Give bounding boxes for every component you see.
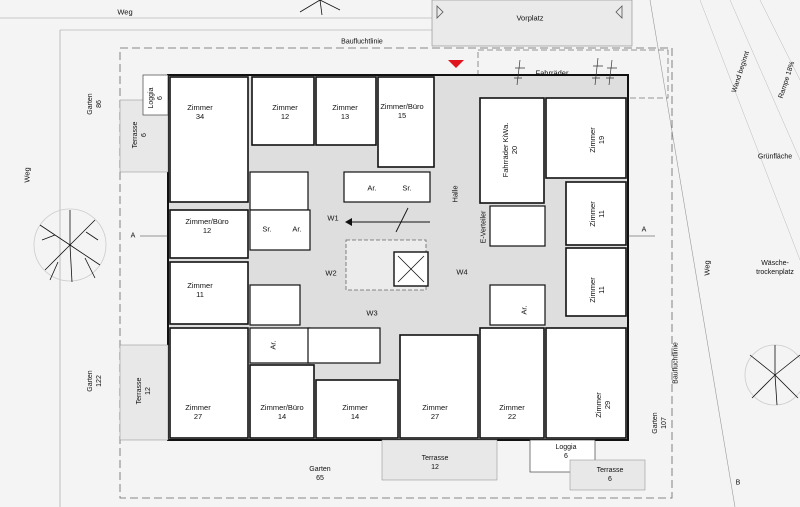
arrow-left-icon — [436, 5, 444, 19]
tree-top-icon — [299, 0, 341, 16]
label-w1: W1 — [327, 213, 339, 223]
label-zimmer-13: Zimmer 13 — [332, 103, 358, 121]
baufluchtlinie-top-label: Baufluchtlinie — [341, 38, 383, 46]
room-zimmer-11-right-b — [565, 247, 627, 317]
label-loggia-6-top: Loggia 6 — [148, 87, 164, 109]
label-w3: W3 — [366, 308, 378, 318]
ramp-line-3 — [759, 0, 800, 81]
bicycle-icons — [514, 57, 617, 86]
label-sr-2: Sr. — [262, 224, 272, 234]
gruenflaeche-label: Grünfläche — [757, 153, 793, 161]
room-zimmer-buero-12 — [169, 209, 249, 259]
room-zimmer-buero-15 — [377, 76, 435, 168]
ramp-line-1 — [699, 0, 800, 261]
label-zimmer-11-right-b: Zimmer 11 — [588, 277, 606, 303]
label-terrasse-6-left: Terrasse 6 — [132, 121, 148, 149]
label-zimmer-12a: Zimmer 12 — [272, 103, 298, 121]
label-terrasse-12-bottom: Terrasse 12 — [421, 455, 449, 471]
baufluchtlinie-right-label: Baufluchtlinie — [672, 342, 680, 384]
weg-right-label: Weg — [702, 260, 712, 276]
room-ar-3 — [489, 284, 546, 326]
section-b: B — [735, 479, 741, 487]
entrance-marker-icon — [448, 60, 464, 68]
label-zimmer-27-left: Zimmer 27 — [185, 403, 211, 421]
label-w2: W2 — [325, 268, 337, 278]
fahrraeder-label: Fahrräder — [535, 68, 569, 78]
room-zimmer-buero-14 — [249, 364, 315, 439]
label-ar-1: Ar. — [367, 183, 377, 193]
baufluchtlinie — [119, 47, 673, 499]
terrace-bottom-mid — [381, 439, 498, 481]
tree-left-icon — [33, 208, 107, 283]
waesche-label: Wäsche- trockenplatz — [756, 260, 794, 276]
label-zimmer-22: Zimmer 22 — [499, 403, 525, 421]
label-zimmer-29: Zimmer 29 — [594, 392, 612, 418]
label-zimmer-14: Zimmer 14 — [342, 403, 368, 421]
bath-4 — [307, 327, 381, 364]
room-zimmer-14 — [315, 379, 399, 439]
bath-2 — [489, 205, 546, 247]
label-zimmer-34: Zimmer 34 — [187, 103, 213, 121]
tree-right-icon — [744, 344, 800, 406]
label-zimmer-19: Zimmer 19 — [588, 127, 606, 153]
label-zimmer-11-left: Zimmer 11 — [187, 281, 213, 299]
label-fahrraeder-kiwa: Fahrräder KiWa. 20 — [501, 122, 519, 178]
weg-top-label: Weg — [117, 7, 133, 17]
terrace-left-bottom — [119, 344, 169, 441]
room-sr-ar-2 — [249, 209, 311, 251]
label-e-verteiler: E-Verteiler — [480, 210, 488, 244]
room-ar-4 — [249, 327, 311, 364]
bath-1 — [249, 171, 309, 211]
label-terrasse-6-bottom: Terrasse 6 — [596, 467, 624, 483]
room-zimmer-11-right-a — [565, 181, 627, 246]
room-zimmer-12 — [251, 76, 315, 146]
label-zimmer-buero-15: Zimmer/Büro 15 — [380, 102, 424, 120]
label-garten-122: Garten 122 — [87, 370, 103, 392]
section-a-left: A — [130, 232, 136, 240]
label-garten-86: Garten 86 — [87, 93, 103, 115]
arrow-right-icon — [615, 5, 623, 19]
room-zimmer-11-left — [169, 261, 249, 325]
label-loggia-6-bottom: Loggia 6 — [555, 444, 577, 460]
label-ar-4: Ar. — [268, 340, 278, 350]
room-ar-sr-1 — [343, 171, 431, 203]
weg-right-line — [649, 0, 736, 507]
label-terrasse-12-left: Terrasse 12 — [136, 377, 152, 405]
label-zimmer-27-mid: Zimmer 27 — [422, 403, 448, 421]
room-zimmer-13 — [315, 76, 377, 146]
label-zimmer-11-right-a: Zimmer 11 — [588, 201, 606, 227]
vorplatz-area — [431, 0, 633, 47]
loggia-top — [142, 74, 169, 116]
label-garten-65: Garten 65 — [309, 466, 331, 482]
bath-3 — [249, 284, 301, 326]
label-halle: Halle — [450, 185, 460, 203]
room-zimmer-27-mid — [399, 334, 479, 439]
label-ar-3: Ar. — [519, 305, 529, 315]
section-a-right: A — [641, 226, 647, 234]
terrace-bottom-right — [569, 459, 646, 491]
room-zimmer-29 — [545, 327, 627, 439]
ramp-line-2 — [729, 0, 800, 161]
label-ar-2: Ar. — [292, 224, 302, 234]
vorplatz-label: Vorplatz — [516, 13, 544, 23]
label-garten-107: Garten 107 — [652, 412, 668, 434]
room-zimmer-34 — [169, 76, 249, 203]
label-w4: W4 — [456, 267, 468, 277]
room-zimmer-19 — [545, 97, 627, 179]
room-fahrraeder-kiwa — [479, 97, 545, 204]
label-sr-1: Sr. — [402, 183, 412, 193]
weg-left-label: Weg — [22, 167, 32, 183]
room-zimmer-27-left — [169, 327, 249, 439]
room-zimmer-22 — [479, 327, 545, 439]
label-zimmer-buero-12: Zimmer/Büro 12 — [185, 217, 229, 235]
label-zimmer-buero-14: Zimmer/Büro 14 — [260, 403, 304, 421]
